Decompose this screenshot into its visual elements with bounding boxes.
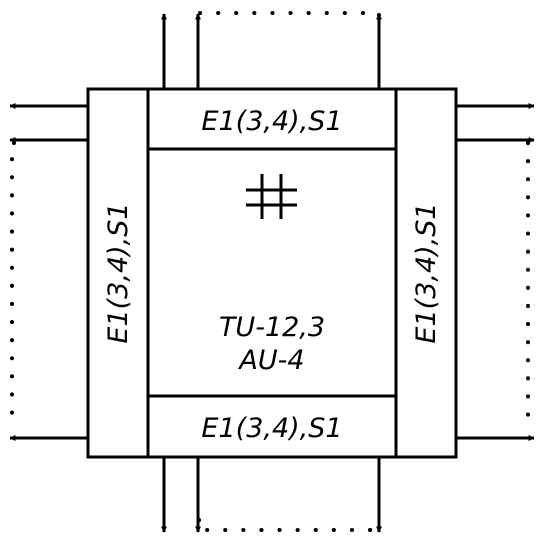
outer-frame [86,87,458,459]
left-dotted-loop [10,141,16,422]
top-port-label: E1(3,4),S1 [201,106,342,137]
bottom-arrows [161,457,382,533]
right-port-label: E1(3,4),S1 [411,202,442,343]
dotted-loopbacks [10,11,530,532]
left-arrows [9,103,88,441]
bottom-port-label: E1(3,4),S1 [201,413,342,444]
left-port-label: E1(3,4),S1 [103,202,134,343]
top-arrows [161,13,382,89]
cross-connect-grid-icon [246,174,297,219]
center-label-line2: AU-4 [237,345,304,376]
right-arrows [456,103,535,441]
bottom-dotted-loop [197,518,381,532]
top-dotted-loop [198,11,381,32]
center-label-line1: TU-12,3 [219,312,325,343]
